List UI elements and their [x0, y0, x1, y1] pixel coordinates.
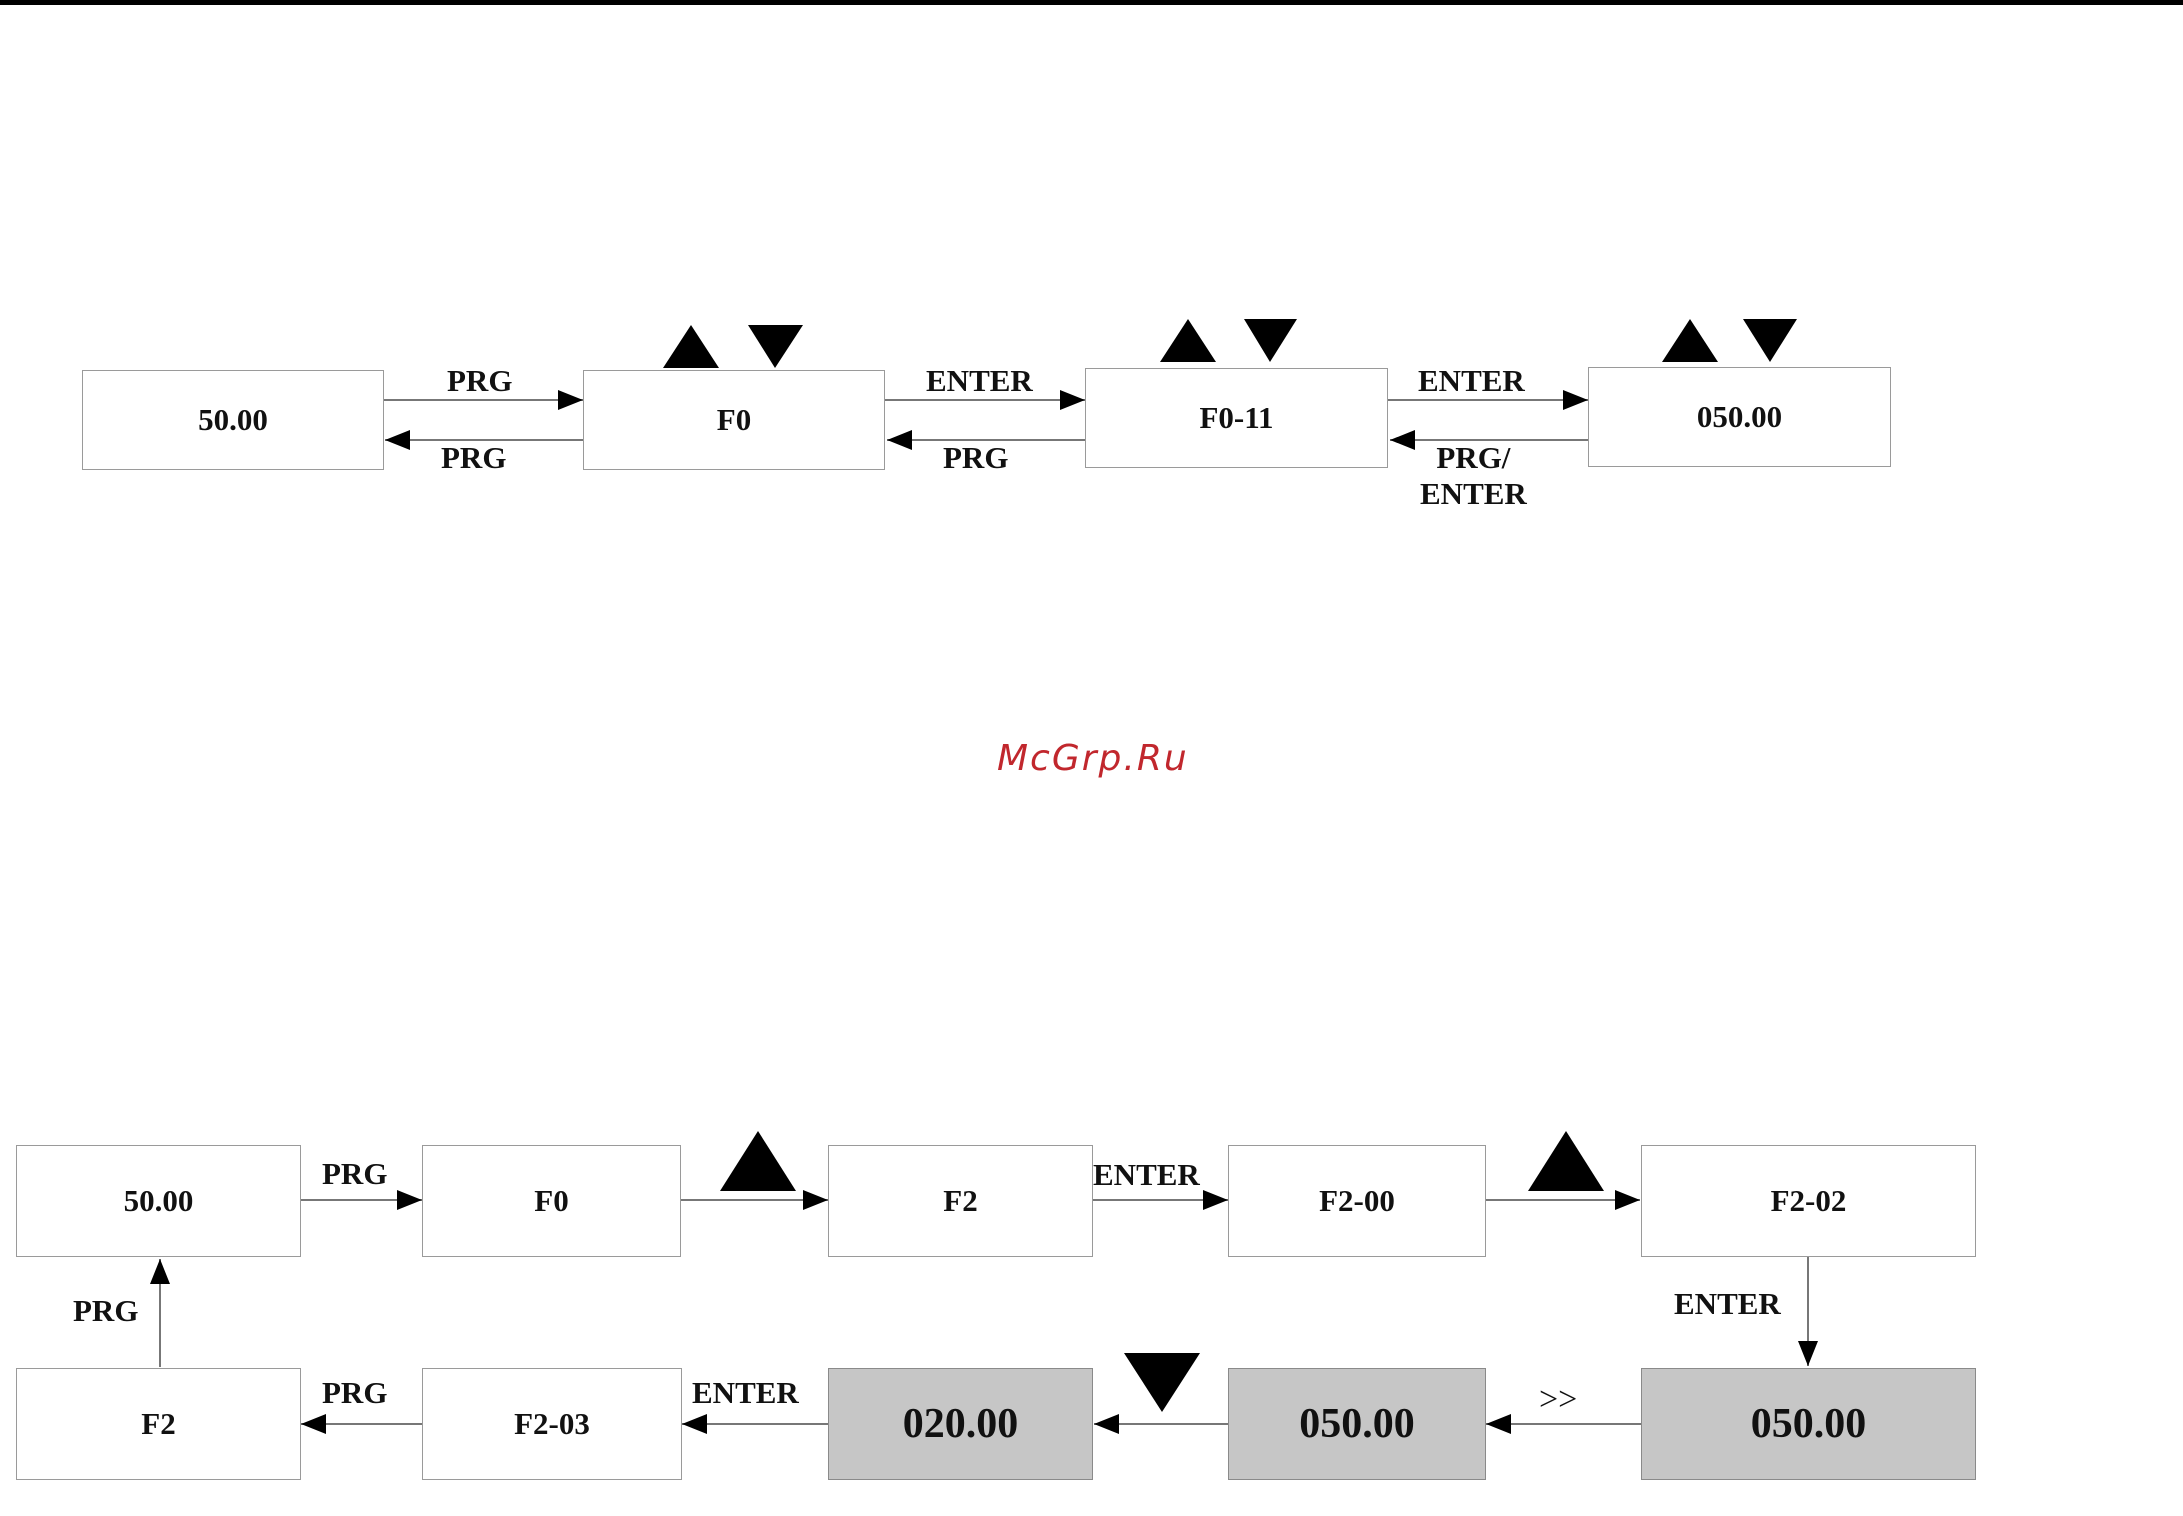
label-enter-forward-2: ENTER	[1418, 363, 1525, 399]
label-prg-top: PRG	[322, 1156, 387, 1192]
label-prg-forward: PRG	[447, 363, 512, 399]
display-box-50-00: 50.00	[82, 370, 384, 470]
watermark-text: McGrp.Ru	[997, 738, 1189, 779]
label-prg-bottom: PRG	[322, 1375, 387, 1411]
up-triangle-icon	[1528, 1131, 1604, 1191]
display-box-f2: F2	[828, 1145, 1093, 1257]
display-box-f0-11: F0-11	[1085, 368, 1388, 468]
display-box-f0-b: F0	[422, 1145, 681, 1257]
display-box-050-00-mid: 050.00	[1228, 1368, 1486, 1480]
display-box-f2-02: F2-02	[1641, 1145, 1976, 1257]
down-triangle-icon	[1244, 319, 1297, 362]
label-prg-enter-line2: ENTER	[1420, 476, 1527, 511]
display-box-50-00-b: 50.00	[16, 1145, 301, 1257]
label-enter-top: ENTER	[1093, 1157, 1200, 1193]
label-prg-back: PRG	[441, 440, 506, 476]
down-triangle-icon	[1743, 319, 1797, 362]
up-triangle-icon	[720, 1131, 796, 1191]
display-box-f2-bottom: F2	[16, 1368, 301, 1480]
label-prg-enter-back: PRG/ ENTER	[1420, 440, 1527, 511]
up-triangle-icon	[1160, 319, 1216, 362]
label-prg-enter-line1: PRG/	[1436, 440, 1510, 475]
display-box-050-00-right: 050.00	[1641, 1368, 1976, 1480]
label-prg-back-2: PRG	[943, 440, 1008, 476]
label-enter-down: ENTER	[1674, 1286, 1781, 1322]
display-box-f0: F0	[583, 370, 885, 470]
label-enter-bottom: ENTER	[692, 1375, 799, 1411]
label-shift: >>	[1539, 1380, 1577, 1419]
display-box-020-00: 020.00	[828, 1368, 1093, 1480]
label-prg-up: PRG	[73, 1293, 138, 1329]
display-box-f2-03: F2-03	[422, 1368, 682, 1480]
label-enter-forward: ENTER	[926, 363, 1033, 399]
down-triangle-icon	[748, 325, 803, 368]
display-box-f2-00: F2-00	[1228, 1145, 1486, 1257]
down-triangle-icon	[1124, 1353, 1200, 1412]
up-triangle-icon	[663, 325, 719, 368]
up-triangle-icon	[1662, 319, 1718, 362]
display-box-050-00: 050.00	[1588, 367, 1891, 467]
